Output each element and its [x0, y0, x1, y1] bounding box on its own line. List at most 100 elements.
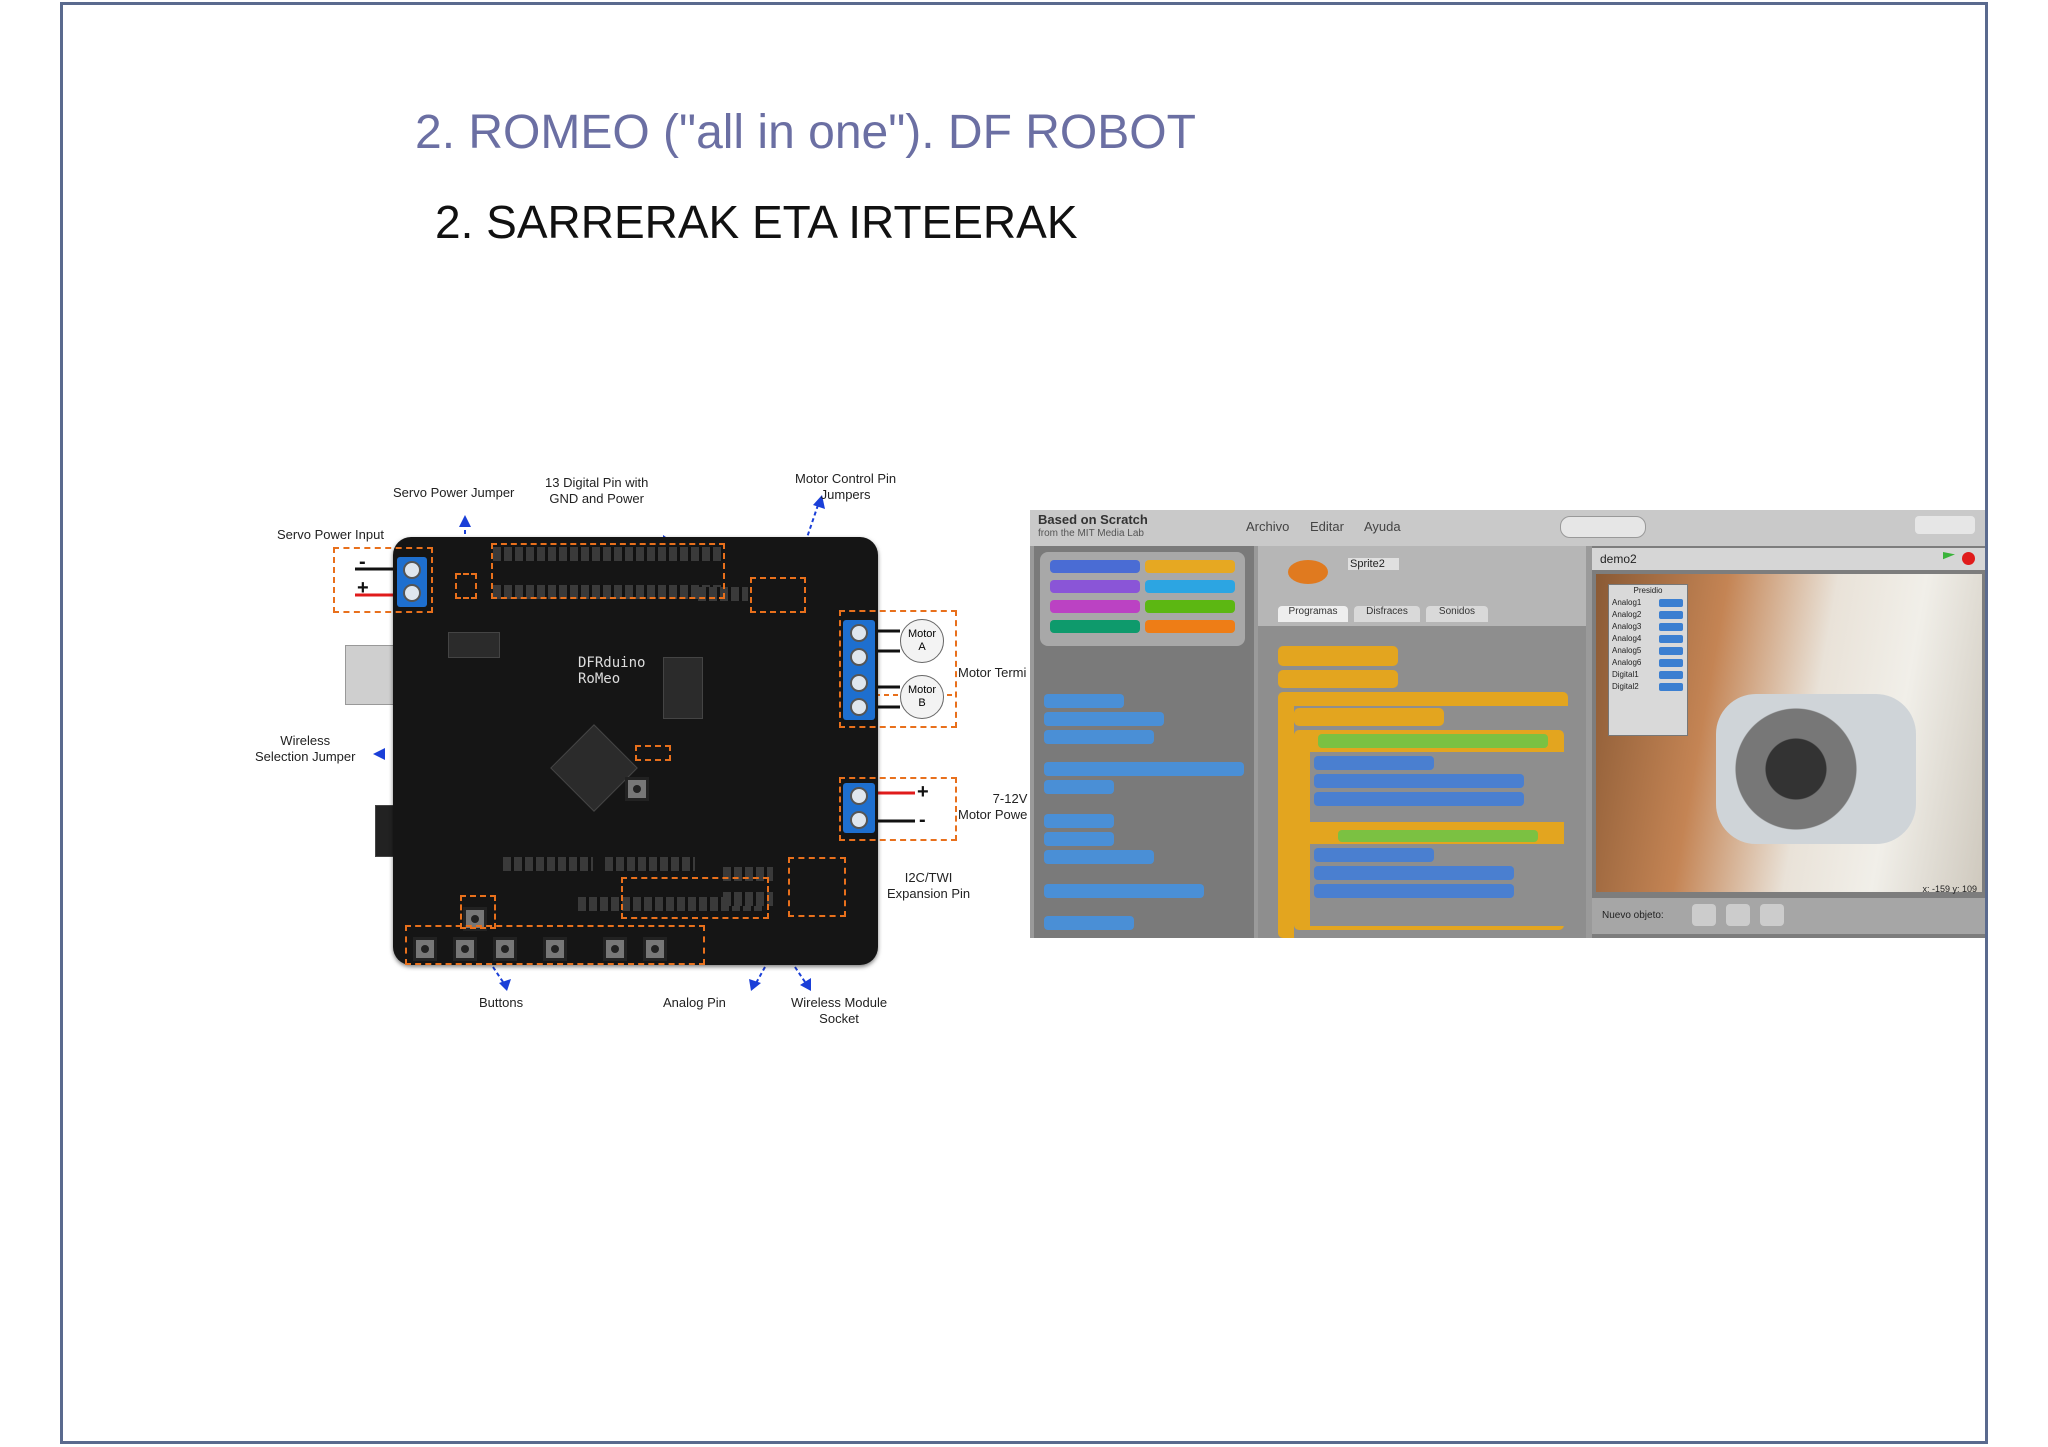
motor-power-minus: -	[919, 809, 926, 831]
palette-block[interactable]	[1044, 694, 1124, 708]
motor-terminal	[843, 620, 875, 720]
label-servo-power-input: Servo Power Input	[277, 527, 384, 542]
palette-block[interactable]	[1044, 762, 1244, 776]
palette-block[interactable]	[1044, 712, 1164, 726]
button-s3	[493, 937, 517, 961]
menu-archivo[interactable]: Archivo	[1246, 519, 1290, 534]
palette-block[interactable]	[1044, 832, 1114, 846]
callout-motor-jumpers	[750, 577, 806, 613]
category-looks[interactable]	[1050, 580, 1140, 593]
screw-icon	[850, 624, 868, 642]
analog-header	[605, 857, 695, 871]
label-wireless-socket: Wireless Module Socket	[791, 995, 888, 1026]
robot-block[interactable]	[1314, 756, 1434, 770]
paint-sprite-icon[interactable]	[1692, 904, 1716, 926]
sprite-thumbnail	[1288, 560, 1328, 584]
monitor-label: Analog2	[1612, 610, 1642, 619]
robot-block[interactable]	[1314, 848, 1434, 862]
stage-panel: demo2 Presidio Analog1 Analog2 Analog3 A…	[1592, 546, 1985, 938]
scratch-brand: Based on Scratch from the MIT Media Lab	[1038, 513, 1148, 540]
robot-image	[1716, 694, 1916, 844]
motor-power-terminal	[843, 783, 875, 833]
script-area: Sprite2 Programas Disfraces Sonidos	[1258, 546, 1586, 938]
sprite-info: Sprite2 Programas Disfraces Sonidos	[1258, 546, 1586, 626]
if-block[interactable]	[1294, 708, 1444, 726]
callout-digital-pins	[491, 543, 725, 599]
scratch-menubar: Based on Scratch from the MIT Media Lab …	[1030, 510, 1985, 546]
analog-header-row2	[578, 897, 763, 911]
robot-block[interactable]	[1314, 792, 1524, 806]
sprite-name[interactable]: Sprite2	[1348, 558, 1399, 570]
view-mode-icons[interactable]	[1915, 516, 1975, 534]
monitor-title: Presidio	[1633, 586, 1663, 595]
block-palette	[1034, 546, 1254, 938]
palette-block[interactable]	[1044, 780, 1114, 794]
reset-button	[625, 777, 649, 801]
servo-minus: -	[359, 551, 366, 573]
monitor-label: Analog1	[1612, 598, 1642, 607]
random-sprite-icon[interactable]	[1760, 904, 1784, 926]
slide-title: 2. ROMEO ("all in one"). DF ROBOT	[415, 106, 1196, 159]
category-sensing[interactable]	[1145, 580, 1235, 593]
button-s5	[603, 937, 627, 961]
palette-block[interactable]	[1044, 884, 1204, 898]
category-pen[interactable]	[1050, 620, 1140, 633]
menu-ayuda[interactable]: Ayuda	[1364, 519, 1401, 534]
label-motor-power: 7-12V Motor Powe	[958, 791, 1028, 822]
category-motion[interactable]	[1050, 560, 1140, 573]
script-block[interactable]	[1278, 670, 1398, 688]
toolbar-icons[interactable]	[1560, 516, 1646, 538]
stage-photo: Presidio Analog1 Analog2 Analog3 Analog4…	[1596, 574, 1982, 892]
choose-sprite-icon[interactable]	[1726, 904, 1750, 926]
servo-plus: +	[357, 577, 369, 599]
condition-block[interactable]	[1338, 830, 1538, 842]
callout-servo-input	[333, 547, 433, 613]
monitor-label: Digital1	[1612, 670, 1639, 679]
palette-block[interactable]	[1044, 730, 1154, 744]
category-variables[interactable]	[1145, 620, 1235, 633]
palette-block[interactable]	[1044, 916, 1134, 930]
robot-block[interactable]	[1314, 774, 1524, 788]
scratch-screenshot: Based on Scratch from the MIT Media Lab …	[1030, 510, 1985, 938]
callout-wireless-jumper	[635, 745, 671, 761]
button-s6	[643, 937, 667, 961]
new-object-bar: Nuevo objeto: x: -159 y: 109	[1592, 884, 1985, 934]
digital-header	[493, 547, 723, 561]
monitor-label: Analog6	[1612, 658, 1642, 667]
callout-servo-jumper	[455, 573, 477, 599]
stop-icon[interactable]	[1962, 552, 1975, 565]
label-buttons: Buttons	[479, 995, 524, 1010]
robot-block[interactable]	[1314, 866, 1514, 880]
slide-subtitle: 2. SARRERAK ETA IRTEERAK	[435, 196, 1078, 248]
stage-name: demo2	[1600, 552, 1637, 566]
power-header	[503, 857, 593, 871]
category-control[interactable]	[1145, 560, 1235, 573]
callout-analog	[621, 877, 769, 919]
callout-i2c	[788, 857, 846, 917]
callout-aux-button	[460, 895, 496, 929]
label-motor-terminal: Motor Termi	[958, 665, 1027, 680]
hat-block[interactable]	[1278, 646, 1398, 666]
screw-icon	[850, 811, 868, 829]
screw-icon	[850, 787, 868, 805]
palette-block[interactable]	[1044, 850, 1154, 864]
monitor-label: Analog3	[1612, 622, 1642, 631]
condition-block[interactable]	[1318, 734, 1548, 748]
tab-disfraces[interactable]: Disfraces	[1354, 606, 1420, 622]
menu-editar[interactable]: Editar	[1310, 519, 1344, 534]
digital-header-row2	[493, 585, 723, 599]
screw-icon	[850, 698, 868, 716]
callout-motor-terminal	[839, 610, 957, 728]
romeo-board-diagram: Servo Power Jumper 13 Digital Pin with G…	[255, 465, 1045, 1035]
category-operators[interactable]	[1145, 600, 1235, 613]
monitor-row: Analog4	[1609, 633, 1687, 645]
tab-sonidos[interactable]: Sonidos	[1426, 606, 1488, 622]
tab-programas[interactable]: Programas	[1278, 606, 1348, 622]
green-flag-icon[interactable]	[1943, 552, 1955, 560]
palette-block[interactable]	[1044, 814, 1114, 828]
robot-block[interactable]	[1314, 884, 1514, 898]
new-object-label: Nuevo objeto:	[1602, 910, 1664, 921]
category-sound[interactable]	[1050, 600, 1140, 613]
button-s2	[453, 937, 477, 961]
screw-icon	[850, 674, 868, 692]
